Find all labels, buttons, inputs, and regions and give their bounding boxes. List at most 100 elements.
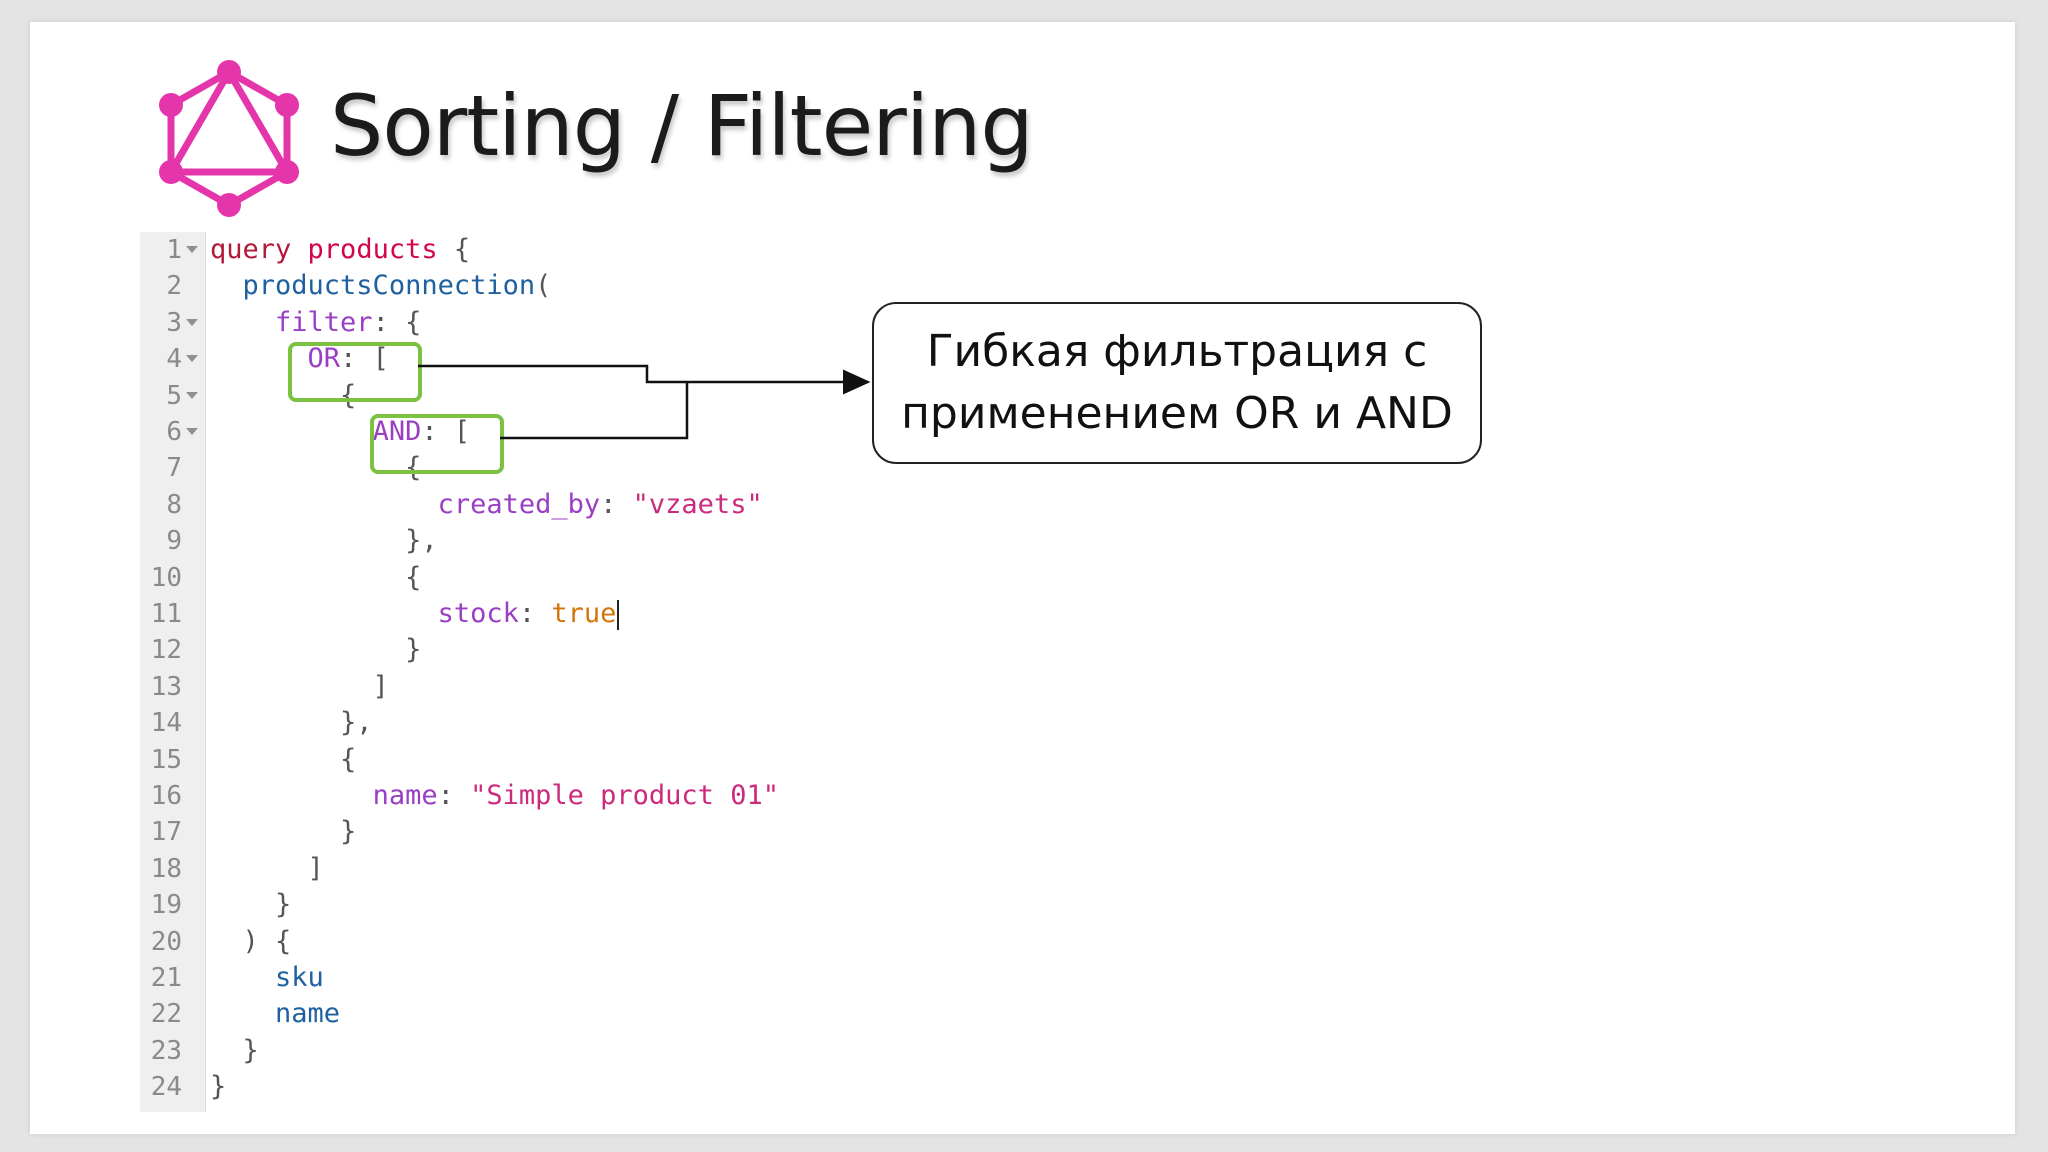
fold-arrow-icon[interactable]: [186, 318, 198, 326]
code-text: name: "Simple product 01": [210, 778, 779, 814]
code-token: {: [210, 561, 422, 593]
code-token: }: [210, 634, 422, 666]
code-text: query products {: [210, 232, 470, 268]
code-token: "vzaets": [632, 488, 763, 520]
and-highlight-box: [370, 414, 504, 474]
code-token: :: [600, 488, 633, 520]
code-text: created_by: "vzaets": [210, 487, 763, 523]
code-token: },: [210, 707, 373, 739]
graphql-logo-icon: [159, 60, 299, 217]
text-cursor: [617, 599, 620, 630]
code-text: ]: [210, 669, 389, 705]
code-text: OR: [: [210, 341, 389, 377]
code-token: [210, 270, 243, 301]
code-text: stock: true: [210, 596, 620, 632]
line-number: 12: [150, 635, 182, 666]
code-text: {: [210, 560, 421, 596]
line-number: 21: [150, 963, 182, 993]
code-text: },: [210, 523, 438, 559]
code-token: },: [210, 525, 438, 557]
code-token: true: [551, 598, 617, 629]
line-number-gutter: [140, 232, 206, 1112]
line-number: 11: [150, 599, 182, 629]
fold-arrow-icon[interactable]: [186, 428, 198, 435]
code-token: {: [210, 452, 422, 484]
line-number: 10: [150, 562, 182, 593]
code-token: products: [307, 234, 438, 265]
line-number: 23: [150, 1035, 182, 1066]
code-token: [210, 416, 373, 447]
line-number: 7: [166, 453, 182, 484]
code-text: AND: [: [210, 414, 471, 450]
fold-arrow-icon[interactable]: [186, 246, 198, 253]
code-token: [210, 780, 373, 811]
code-token: }: [210, 889, 292, 921]
code-token: query: [210, 234, 292, 265]
line-number: 19: [150, 890, 182, 921]
callout-line-1: Гибкая фильтрация с: [926, 326, 1428, 377]
code-token: :: [518, 598, 552, 629]
line-number: 2: [166, 271, 182, 302]
code-token: : {: [372, 306, 422, 338]
code-token: name: [372, 780, 438, 811]
line-number: 17: [150, 817, 182, 848]
code-token: [210, 489, 438, 520]
code-token: created_by: [437, 488, 601, 520]
code-token: [210, 998, 275, 1029]
line-number: 15: [150, 744, 182, 775]
code-token: [210, 307, 275, 338]
code-text: {: [210, 742, 356, 778]
code-token: [210, 598, 438, 629]
code-text: {: [210, 378, 356, 414]
line-number: 5: [166, 380, 182, 411]
line-number: 24: [150, 1072, 182, 1103]
code-token: stock: [437, 598, 519, 629]
code-token: }: [210, 1034, 259, 1066]
code-token: ) {: [210, 925, 292, 957]
line-number: 9: [166, 526, 182, 557]
code-token: {: [210, 743, 357, 775]
code-text: {: [210, 450, 421, 486]
code-text: name: [210, 996, 340, 1032]
code-token: : [: [340, 343, 389, 375]
code-token: ]: [210, 852, 324, 884]
or-highlight-box: [288, 342, 422, 402]
code-token: }: [210, 816, 357, 848]
code-token: }: [210, 1071, 227, 1103]
code-token: productsConnection: [242, 270, 536, 302]
line-number: 3: [166, 307, 182, 338]
line-number: 20: [150, 926, 182, 957]
code-text: filter: {: [210, 305, 421, 341]
line-number: 16: [150, 781, 182, 811]
slide-title: Sorting / Filtering: [330, 77, 1034, 175]
code-text: }: [210, 632, 421, 668]
code-text: }: [210, 1069, 226, 1105]
code-text: sku: [210, 960, 324, 996]
code-token: :: [437, 780, 471, 811]
fold-arrow-icon[interactable]: [186, 391, 198, 399]
code-text: }: [210, 887, 291, 923]
callout-line-2: применением OR и AND: [901, 388, 1453, 439]
line-number: 18: [150, 853, 182, 884]
line-number: 14: [150, 708, 182, 739]
code-text: productsConnection(: [210, 268, 552, 304]
line-number: 6: [166, 417, 182, 447]
code-token: filter: [275, 306, 373, 338]
line-number: 22: [150, 999, 182, 1030]
callout-box: Гибкая фильтрация с применением OR и AND: [872, 302, 1482, 464]
line-number: 1: [166, 235, 182, 265]
code-token: [291, 234, 307, 265]
code-token: (: [535, 270, 552, 302]
code-token: name: [275, 998, 341, 1030]
code-text: }: [210, 1033, 259, 1069]
code-token: sku: [275, 962, 324, 993]
code-token: ]: [210, 670, 389, 702]
code-text: ]: [210, 851, 324, 887]
code-token: "Simple product 01": [470, 780, 779, 811]
code-token: AND: [372, 416, 422, 447]
code-text: }: [210, 814, 356, 850]
line-number: 8: [166, 489, 182, 520]
fold-arrow-icon[interactable]: [186, 355, 198, 363]
